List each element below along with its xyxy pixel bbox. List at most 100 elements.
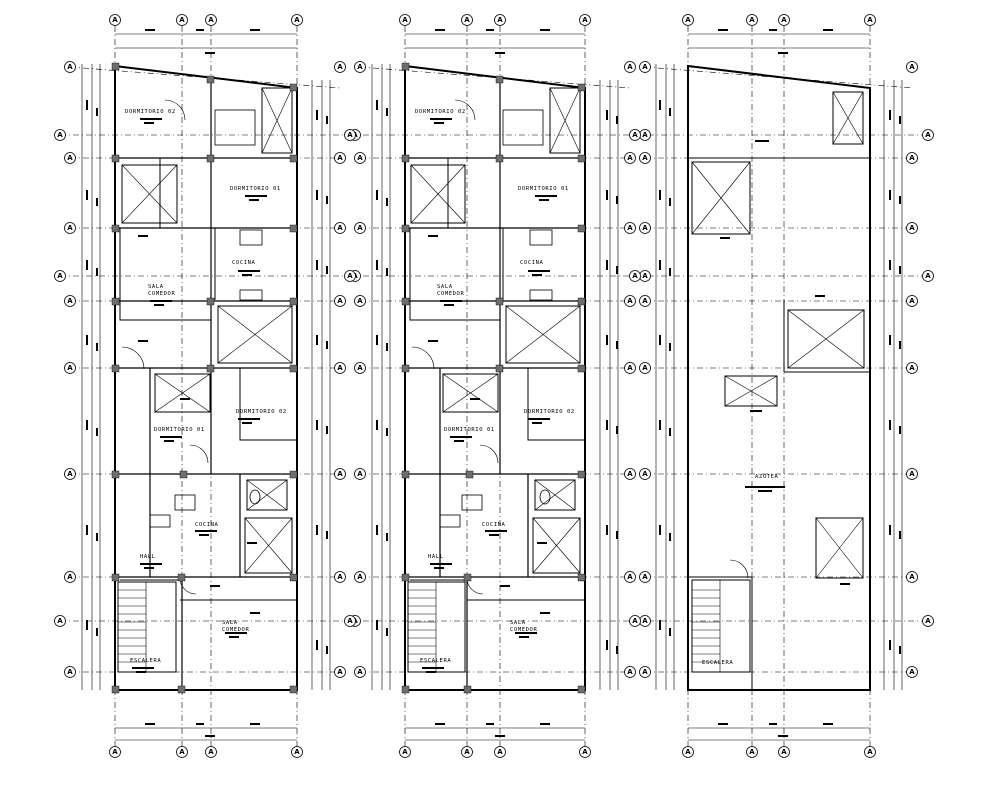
axis-bubble: A	[205, 14, 217, 26]
axis-bubble-label: A	[357, 668, 363, 676]
axis-bubble-label: A	[909, 63, 915, 71]
grid-axes	[60, 26, 355, 748]
dimension-tag	[486, 29, 494, 31]
dimension-tag	[899, 646, 901, 654]
axis-bubble-label: A	[67, 573, 73, 581]
dimension-tag	[720, 237, 730, 239]
dimension-tag	[450, 436, 472, 438]
dimension-tag	[86, 620, 88, 630]
dimension-tag	[750, 410, 762, 412]
axis-bubble: A	[354, 61, 366, 73]
axis-bubble-label: A	[627, 297, 633, 305]
axis-bubble: A	[176, 14, 188, 26]
axis-bubble: A	[639, 152, 651, 164]
axis-bubble-label: A	[627, 63, 633, 71]
axis-bubble-label: A	[357, 154, 363, 162]
dimension-tag	[495, 735, 505, 737]
axis-bubble-label: A	[685, 16, 691, 24]
axis-bubble: A	[639, 222, 651, 234]
dimension-tag	[745, 486, 785, 488]
dimension-tag	[386, 268, 388, 276]
dimension-tag	[540, 29, 550, 31]
axis-bubble-label: A	[67, 668, 73, 676]
dimension-tag	[540, 723, 550, 725]
dimension-tag	[430, 563, 452, 565]
axis-bubble: A	[64, 468, 76, 480]
axis-bubble-label: A	[642, 63, 648, 71]
axis-bubble: A	[864, 14, 876, 26]
axis-bubble: A	[906, 295, 918, 307]
axis-bubble-label: A	[67, 297, 73, 305]
axis-bubble: A	[639, 295, 651, 307]
dimension-tag	[250, 29, 260, 31]
dimension-tag	[606, 335, 608, 345]
dimension-tag	[154, 304, 164, 306]
axis-bubble: A	[624, 295, 636, 307]
stairs	[407, 581, 466, 673]
axis-bubble: A	[354, 222, 366, 234]
dimension-tag	[132, 667, 154, 669]
axis-bubble: A	[746, 746, 758, 758]
columns	[401, 62, 586, 694]
room-label-cocina-bottom: COCINA	[482, 522, 506, 528]
axis-bubble: A	[64, 571, 76, 583]
axis-bubble: A	[354, 666, 366, 678]
dimension-tag	[669, 108, 671, 116]
axis-bubble: A	[639, 571, 651, 583]
axis-bubble: A	[399, 14, 411, 26]
dimension-tag	[537, 542, 547, 544]
axis-bubble: A	[624, 468, 636, 480]
room-labels: AZOTEA ESCALERA	[702, 474, 778, 666]
dimension-tag	[245, 195, 267, 197]
dimension-tag	[316, 420, 318, 430]
dimension-tag	[229, 636, 239, 638]
axis-bubble-label: A	[642, 131, 648, 139]
axis-bubble-label: A	[627, 154, 633, 162]
dimension-tag	[145, 29, 155, 31]
dimension-tag	[86, 100, 88, 110]
axis-bubble-label: A	[347, 131, 353, 139]
axis-bubble-label: A	[925, 131, 931, 139]
axis-bubble-label: A	[627, 470, 633, 478]
axis-bubble-label: A	[347, 272, 353, 280]
dimension-tag	[96, 533, 98, 541]
doors	[121, 99, 209, 595]
room-label-dormitorio-02-top: DORMITORIO 02	[125, 109, 176, 115]
dimension-lines	[655, 33, 903, 741]
axis-bubble-label: A	[642, 154, 648, 162]
dimension-tag	[899, 266, 901, 274]
axis-bubble: A	[334, 61, 346, 73]
dimension-tag	[889, 190, 891, 200]
dimension-tag	[96, 268, 98, 276]
axis-bubble-label: A	[632, 617, 638, 625]
axis-bubble-label: A	[497, 16, 503, 24]
axis-bubble-label: A	[925, 272, 931, 280]
axis-bubble-label: A	[337, 573, 343, 581]
dimension-tag	[180, 398, 190, 400]
ducts	[691, 91, 865, 579]
axis-bubble-label: A	[337, 668, 343, 676]
dimension-tag	[326, 426, 328, 434]
room-label-dormitorio-01-mid: DORMITORIO 01	[154, 427, 205, 433]
room-label-dormitorio-01-mid: DORMITORIO 01	[444, 427, 495, 433]
dimension-tag	[889, 525, 891, 535]
walls	[404, 64, 586, 691]
dimension-tag	[823, 29, 833, 31]
dimension-tag	[238, 270, 260, 272]
axis-bubble: A	[64, 362, 76, 374]
axis-bubble: A	[639, 270, 651, 282]
axis-bubble: A	[639, 468, 651, 480]
axis-bubble-label: A	[112, 748, 118, 756]
dimension-tag	[242, 422, 252, 424]
axis-bubble: A	[109, 746, 121, 758]
axis-bubble-label: A	[112, 16, 118, 24]
dimension-tag	[96, 428, 98, 436]
axis-bubble: A	[461, 14, 473, 26]
axis-bubble: A	[354, 468, 366, 480]
dimension-tag	[899, 531, 901, 539]
axis-bubble: A	[579, 14, 591, 26]
dimension-tag	[316, 110, 318, 120]
